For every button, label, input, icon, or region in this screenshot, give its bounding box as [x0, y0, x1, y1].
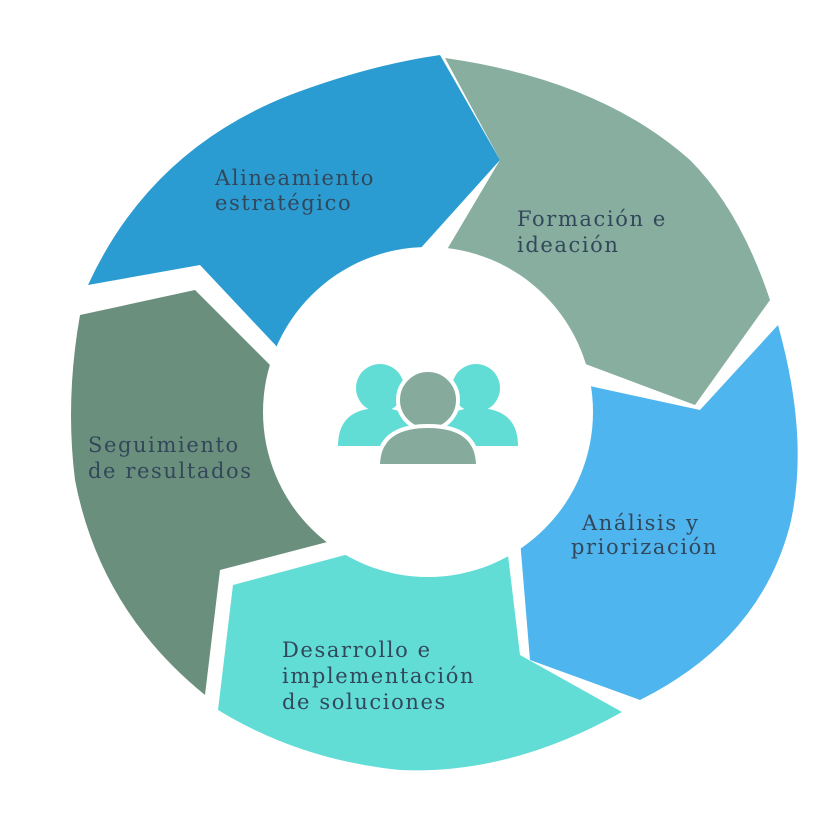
segment-formacion: [442, 58, 770, 405]
label-line: estratégico: [215, 191, 352, 215]
label-analisis: Análisis y priorización: [571, 511, 718, 559]
label-alineamiento: Alineamiento estratégico: [214, 166, 383, 215]
label-line: Desarrollo e: [282, 638, 432, 662]
label-line: Seguimiento: [88, 433, 240, 457]
segment-desarrollo: [218, 530, 622, 771]
label-formacion: Formación e ideación: [517, 207, 675, 257]
label-line: ideación: [517, 233, 620, 257]
label-line: de resultados: [88, 459, 253, 483]
segment-alineamiento: [88, 55, 500, 350]
label-line: priorización: [571, 535, 718, 559]
label-line: Alineamiento: [214, 166, 375, 190]
label-line: de soluciones: [282, 690, 447, 714]
team-people-icon: [338, 364, 518, 468]
label-line: implementación: [282, 664, 475, 688]
label-seguimiento: Seguimiento de resultados: [88, 433, 253, 483]
label-desarrollo: Desarrollo e implementación de solucione…: [282, 638, 483, 714]
label-line: Análisis y: [581, 511, 699, 535]
label-line: Formación e: [517, 207, 667, 231]
